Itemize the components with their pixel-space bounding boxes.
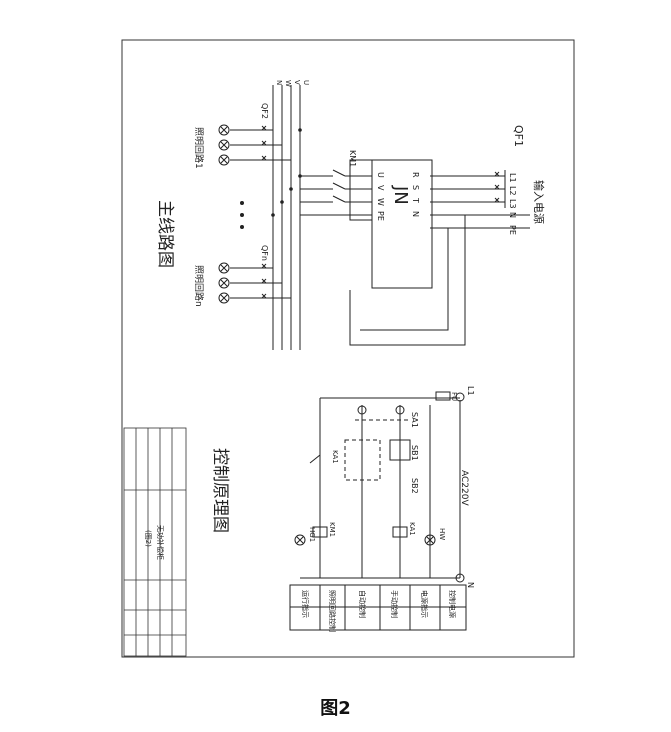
lamp-hw-label: HW xyxy=(438,528,446,540)
button-sb2-label: SB2 xyxy=(410,478,419,494)
figure-caption: 图2 xyxy=(320,698,351,719)
input-phase-n: N xyxy=(508,212,517,218)
bus-label-w: W xyxy=(284,80,292,87)
relay-coil-label: KA1 xyxy=(408,522,416,536)
input-power-label: 输入电源 xyxy=(532,180,546,224)
supply-voltage: AC220V xyxy=(459,470,469,506)
title-block-drawing-no: (图2) xyxy=(144,530,152,547)
terminal-pe: PE xyxy=(376,211,385,221)
legend-power-indicator: 电源指示 xyxy=(420,590,429,618)
terminal-n: N xyxy=(411,211,420,217)
title-block-product: 无功补偿柜 xyxy=(156,525,165,560)
terminal-w: W xyxy=(376,198,385,206)
fuse-label: FU xyxy=(450,392,458,401)
bus-label-v: V xyxy=(293,80,301,85)
terminal-t: T xyxy=(411,197,420,203)
device-label: JN xyxy=(390,185,411,205)
terminal-u: U xyxy=(376,172,385,178)
selector-label: SA1 xyxy=(410,412,419,428)
supply-terminals xyxy=(455,392,465,583)
control-circuit-title: 控制原理图 xyxy=(210,448,230,533)
lighting-circuit-last: 照明回路n xyxy=(193,265,205,307)
breaker-in-label: QF1 xyxy=(512,125,525,147)
terminal-s: S xyxy=(411,185,420,190)
contactor-coil-label: KM1 xyxy=(328,522,336,537)
input-phase-l1: L1 xyxy=(508,173,517,183)
title-block xyxy=(123,427,187,657)
legend-auto-control: 自动控制 xyxy=(358,590,367,618)
legend-run-indicator: 运行指示 xyxy=(301,590,310,618)
lamp-hg-label: HG1 xyxy=(308,527,316,542)
legend-manual-control: 手动控制 xyxy=(390,590,399,618)
line-l1-label: L1 xyxy=(466,386,475,396)
terminal-v: V xyxy=(376,185,385,191)
neutral-label: N xyxy=(466,582,475,588)
feeder-first-breaker: QF2 xyxy=(260,103,269,119)
main-circuit-title: 主线路图 xyxy=(155,200,175,268)
input-phase-l2: L2 xyxy=(508,186,517,196)
bus-label-u: U xyxy=(302,80,310,85)
contactor-label: KM1 xyxy=(348,150,357,167)
relay-contact-label: KA1 xyxy=(331,450,339,464)
legend-control-power: 控制电源 xyxy=(448,590,457,618)
button-sb1-label: SB1 xyxy=(410,445,419,461)
feeder-ellipsis xyxy=(240,201,244,229)
bus-label-n: N xyxy=(275,80,283,85)
sheet-border xyxy=(121,39,575,658)
input-phase-pe: PE xyxy=(508,225,517,235)
control-circuit xyxy=(289,391,467,631)
main-circuit xyxy=(218,85,530,350)
terminal-r: R xyxy=(411,172,420,178)
feeder-last-breaker: QFn xyxy=(260,245,269,261)
lighting-circuit-first: 照明回路1 xyxy=(193,127,205,169)
input-phase-l3: L3 xyxy=(508,199,517,209)
legend-lighting-control: 照明回路控制 xyxy=(328,590,337,632)
junction-dots xyxy=(271,128,302,217)
